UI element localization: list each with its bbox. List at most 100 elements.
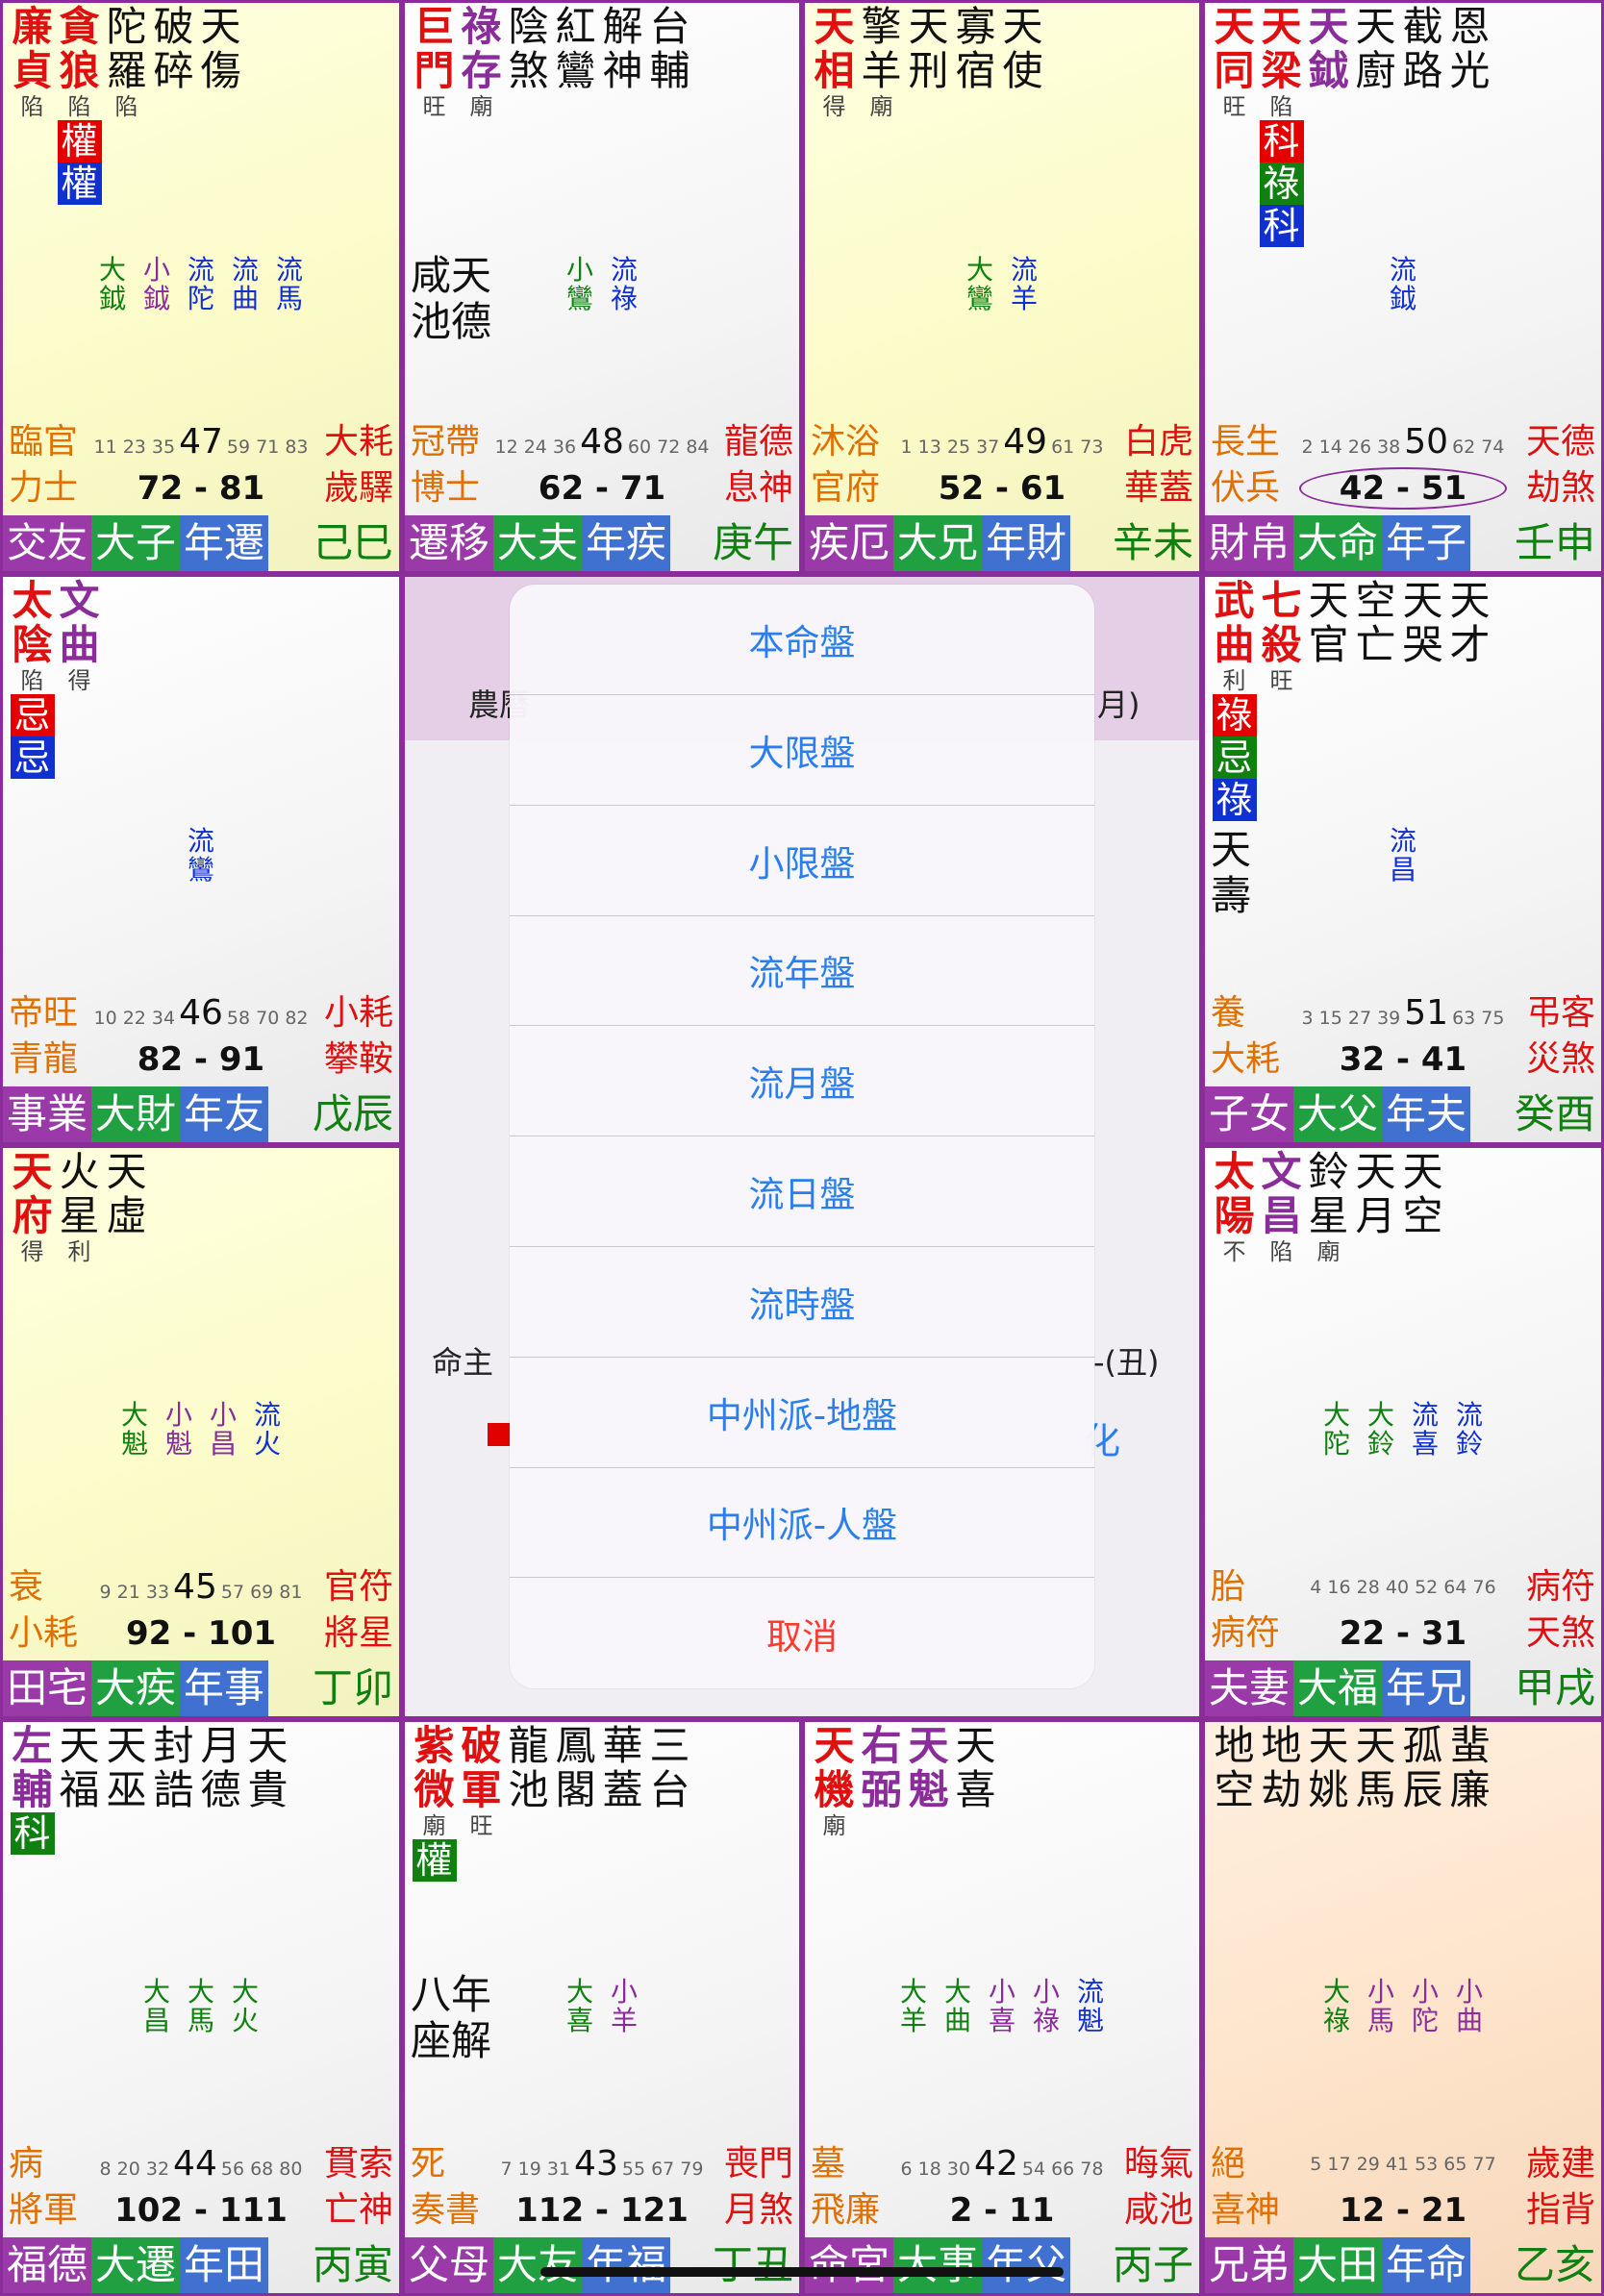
sui-qian-label: 弔客 — [1525, 993, 1595, 1033]
palace-tag: 年父 — [982, 2237, 1071, 2293]
star-brightness: 旺 — [1222, 93, 1246, 120]
current-age: 45 — [173, 1567, 217, 1607]
chart-option-3[interactable]: 流年盤 — [510, 915, 1094, 1027]
star: 七殺旺 — [1258, 579, 1305, 695]
stem-branch: 癸酉 — [1514, 1090, 1595, 1137]
chart-option-0[interactable]: 本命盤 — [510, 585, 1094, 695]
star-char: 鸞 — [555, 47, 596, 94]
star-char: 傷 — [200, 47, 241, 94]
star-list: 太陰陷忌忌文曲得 — [9, 579, 103, 779]
chang-sheng-label: 臨官 — [9, 422, 79, 462]
star: 廉貞陷 — [9, 5, 56, 121]
ages-before: 3 15 27 39 — [1301, 1008, 1401, 1029]
star-char: 天 — [1214, 3, 1255, 50]
star-brightness: 得 — [20, 1238, 44, 1265]
palace-tag: 大子 — [91, 515, 181, 571]
chart-option-8[interactable]: 中州派-人盤 — [510, 1467, 1094, 1579]
chart-option-2[interactable]: 小限盤 — [510, 806, 1094, 916]
chart-option-5[interactable]: 流日盤 — [510, 1136, 1094, 1247]
star: 太陰陷忌忌 — [9, 579, 56, 779]
star-char: 封 — [153, 1722, 194, 1769]
star: 鳳閣 — [552, 1724, 599, 1839]
flow-stars: 大喜小羊 — [405, 1978, 799, 2035]
chart-option-1[interactable]: 大限盤 — [510, 695, 1094, 806]
sui-qian-label: 貫索 — [323, 2144, 393, 2184]
star: 孤辰 — [1399, 1724, 1446, 1812]
star: 陰煞 — [505, 5, 552, 120]
flow-star: 小祿 — [1032, 1976, 1060, 2036]
chart-type-action-sheet: 本命盤大限盤小限盤流年盤流月盤流日盤流時盤中州派-地盤中州派-人盤取消 — [510, 585, 1094, 1688]
star-char: 刑 — [908, 47, 949, 94]
star-char: 軍 — [461, 1766, 502, 1813]
jiang-qian-label: 災煞 — [1525, 1039, 1595, 1079]
star-char: 天 — [908, 1722, 949, 1769]
star-list: 天同旺天梁陷科祿科天鉞天廚截路恩光 — [1211, 5, 1493, 247]
star-char: 紅 — [555, 3, 596, 50]
star-char: 天 — [1402, 577, 1443, 624]
star: 文昌陷 — [1258, 1150, 1305, 1266]
sui-qian-label: 喪門 — [723, 2144, 793, 2184]
star-list: 廉貞陷貪狼陷權權陀羅陷破碎天傷 — [9, 5, 244, 205]
palace-tag: 年子 — [1382, 515, 1471, 571]
ages-before: 2 14 26 38 — [1301, 437, 1401, 458]
decade-range: 72 - 81 — [137, 469, 265, 508]
star: 天虛 — [103, 1150, 150, 1265]
palace-tag: 大遷 — [91, 2237, 181, 2293]
star-char: 蜚 — [1449, 1722, 1491, 1769]
palace-tag: 福德 — [3, 2237, 92, 2293]
home-indicator[interactable] — [540, 2267, 1064, 2277]
palace-tag: 子女 — [1205, 1086, 1294, 1142]
ages-before: 5 17 29 41 53 65 77 — [1310, 2154, 1496, 2175]
star-char: 地 — [1214, 1722, 1255, 1769]
chou-label: -(丑) — [1093, 1344, 1160, 1381]
star-char: 天 — [1449, 577, 1491, 624]
palace-tags: 交友大子年遷己巳 — [3, 515, 399, 571]
chart-option-7[interactable]: 中州派-地盤 — [510, 1358, 1094, 1468]
star-char: 龍 — [508, 1722, 549, 1769]
palace-tag: 田宅 — [3, 1660, 92, 1716]
star-char: 劫 — [1261, 1766, 1302, 1813]
flow-star: 小曲 — [1455, 1976, 1483, 2036]
star: 天姚 — [1305, 1724, 1352, 1812]
star-char: 廚 — [1355, 47, 1396, 94]
chart-option-4[interactable]: 流月盤 — [510, 1026, 1094, 1137]
extra-stars: 天壽 — [1211, 827, 1251, 919]
star: 台輔 — [646, 5, 693, 120]
jiang-qian-label: 咸池 — [1123, 2190, 1193, 2230]
star-char: 恩 — [1449, 3, 1491, 50]
star: 破軍旺 — [458, 1724, 505, 1840]
flow-stars: 大鉞小鉞流陀流曲流馬 — [3, 256, 399, 313]
bo-shi-label: 飛廉 — [811, 2190, 881, 2230]
current-age: 47 — [179, 422, 223, 462]
flow-star: 流曲 — [231, 254, 259, 314]
flow-star: 大羊 — [899, 1976, 927, 2036]
flow-star: 流羊 — [1010, 254, 1038, 314]
ming-zhu-label: 命主 — [432, 1344, 494, 1381]
star: 天馬 — [1352, 1724, 1399, 1812]
jiang-qian-label: 華蓋 — [1123, 468, 1193, 508]
star-list: 地空地劫天姚天馬孤辰蜚廉 — [1211, 1724, 1493, 1812]
star-char: 同 — [1214, 47, 1255, 94]
palace-tag: 年夫 — [1382, 1086, 1471, 1142]
flow-star: 大鈴 — [1366, 1399, 1394, 1460]
star-char: 曲 — [1214, 621, 1255, 668]
chart-option-6[interactable]: 流時盤 — [510, 1247, 1094, 1358]
cancel-button[interactable]: 取消 — [766, 1615, 838, 1658]
star-char: 陰 — [508, 3, 549, 50]
extra-star-line: 八年 — [411, 1971, 492, 2018]
